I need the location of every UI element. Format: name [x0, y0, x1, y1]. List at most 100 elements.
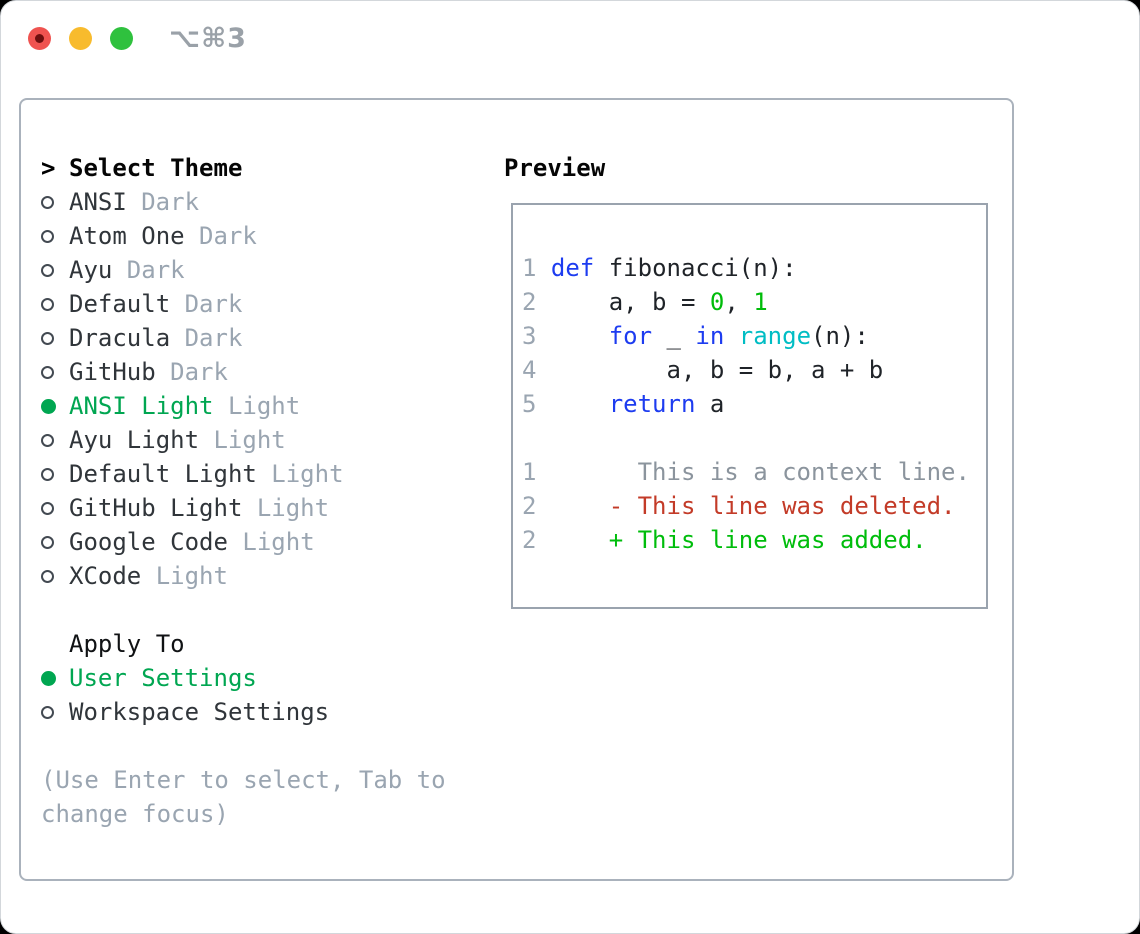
theme-option[interactable]: Ayu Dark [41, 253, 501, 287]
radio-icon [41, 229, 69, 243]
theme-option[interactable]: ANSI Light Light [41, 389, 501, 423]
code-segment: in [695, 322, 725, 350]
apply-to-option[interactable]: Workspace Settings [41, 695, 501, 729]
radio-icon [41, 297, 69, 311]
theme-name: XCode [69, 562, 142, 590]
code-segment: This is a context line. [550, 458, 970, 486]
theme-option[interactable]: Ayu Light Light [41, 423, 501, 457]
theme-option[interactable]: Default Dark [41, 287, 501, 321]
select-theme-header: > Select Theme [41, 151, 501, 185]
theme-option[interactable]: Dracula Dark [41, 321, 501, 355]
theme-name: Dracula [69, 324, 171, 352]
code-segment: 0 [709, 288, 725, 316]
theme-name: Default [69, 290, 171, 318]
theme-option[interactable]: ANSI Dark [41, 185, 501, 219]
code-segment: range [738, 322, 812, 350]
theme-variant: Dark [170, 358, 228, 386]
theme-option[interactable]: GitHub Dark [41, 355, 501, 389]
theme-name: Default Light [69, 460, 257, 488]
code-segment: def [550, 254, 595, 282]
code-segment [724, 322, 738, 350]
window-title: ⌥⌘3 [169, 23, 247, 54]
radio-icon [41, 501, 69, 515]
help-line-2: change focus) [41, 800, 229, 828]
theme-variant: Dark [184, 324, 243, 352]
radio-icon [41, 535, 69, 549]
help-text: (Use Enter to select, Tab to change focu… [41, 763, 501, 831]
theme-variant: Light [256, 494, 330, 522]
preview-code: 1 def fibonacci(n): 2 a, b = 0, 1 3 for … [513, 205, 986, 557]
code-segment: return [608, 390, 696, 418]
theme-variant: Dark [184, 290, 243, 318]
theme-variant: Dark [199, 222, 257, 250]
apply-to-option[interactable]: User Settings [41, 661, 501, 695]
theme-variant: Light [213, 426, 286, 454]
code-segment: , [724, 288, 754, 316]
code-segment [551, 390, 609, 418]
theme-name: ANSI [69, 188, 127, 216]
theme-name: GitHub Light [69, 494, 243, 522]
radio-icon [41, 705, 69, 719]
spacer [41, 729, 501, 763]
theme-variant: Light [271, 460, 344, 488]
theme-variant: Light [155, 562, 228, 590]
radio-icon [41, 365, 69, 379]
radio-icon [41, 195, 69, 209]
theme-option[interactable]: XCode Light [41, 559, 501, 593]
code-segment: (n): [811, 322, 869, 350]
code-segment: fibonacci(n): [594, 254, 797, 282]
apply-to-name: User Settings [69, 664, 257, 692]
minimize-button[interactable] [69, 27, 92, 50]
close-button[interactable] [28, 27, 51, 50]
code-segment: 1 [753, 288, 768, 316]
code-segment: _ [652, 322, 696, 350]
theme-name: GitHub [69, 358, 156, 386]
selected-radio-icon [41, 670, 69, 686]
code-segment: a, b = b, a + b [550, 356, 884, 384]
theme-name: Ayu [69, 256, 113, 284]
theme-name: Ayu Light [69, 426, 200, 454]
line-number: 1 [522, 458, 551, 486]
theme-variant: Light [242, 528, 315, 556]
zoom-button[interactable] [110, 27, 133, 50]
selected-radio-icon [41, 398, 69, 414]
radio-icon [41, 433, 69, 447]
help-line-1: (Use Enter to select, Tab to [41, 766, 446, 794]
radio-icon [41, 569, 69, 583]
line-number: 4 [522, 356, 551, 384]
focus-arrow-icon: > [41, 154, 56, 182]
close-dot-icon [35, 34, 44, 43]
apply-to-title: Apply To [69, 630, 185, 658]
code-segment: for [608, 322, 653, 350]
code-segment: + This line was added. [550, 526, 927, 554]
code-segment: - This line was deleted. [550, 492, 956, 520]
titlebar: ⌥⌘3 [1, 1, 1139, 75]
theme-option[interactable]: GitHub Light Light [41, 491, 501, 525]
line-number: 1 [522, 254, 551, 282]
preview-header: Preview [504, 154, 606, 182]
code-segment: a, b = [550, 288, 710, 316]
theme-option[interactable]: Atom One Dark [41, 219, 501, 253]
theme-name: Google Code [69, 528, 228, 556]
line-number: 2 [522, 526, 551, 554]
select-theme-title: Select Theme [69, 154, 243, 182]
theme-option[interactable]: Google Code Light [41, 525, 501, 559]
line-number: 2 [522, 288, 551, 316]
line-number: 2 [522, 492, 551, 520]
code-segment [551, 322, 609, 350]
preview-box: 1 def fibonacci(n): 2 a, b = 0, 1 3 for … [511, 203, 988, 609]
theme-variant: Dark [141, 188, 200, 216]
radio-icon [41, 263, 69, 277]
line-number: 3 [522, 322, 551, 350]
theme-name: Atom One [69, 222, 185, 250]
code-segment: a [695, 390, 725, 418]
apply-to-header: Apply To [41, 627, 501, 661]
theme-variant: Dark [126, 256, 185, 284]
radio-icon [41, 467, 69, 481]
theme-name: ANSI Light [69, 392, 214, 420]
theme-variant: Light [227, 392, 301, 420]
theme-option[interactable]: Default Light Light [41, 457, 501, 491]
